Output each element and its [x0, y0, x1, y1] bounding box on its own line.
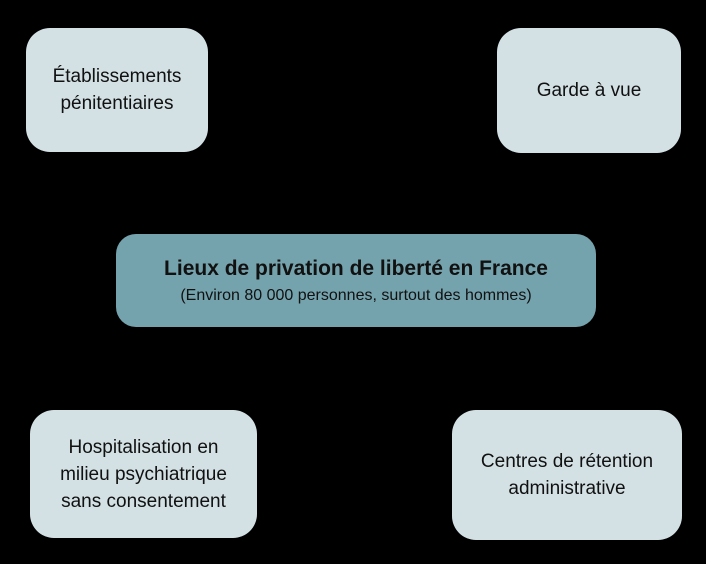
node-garde-a-vue: Garde à vue — [497, 28, 681, 153]
node-hospitalisation-psychiatrique: Hospitalisation en milieu psychiatrique … — [30, 410, 257, 538]
node-lieux-de-privation: Lieux de privation de liberté en France … — [116, 234, 596, 327]
node-label: Hospitalisation en milieu psychiatrique … — [60, 436, 227, 512]
center-node-title: Lieux de privation de liberté en France — [164, 256, 548, 280]
node-label: Établissements pénitentiaires — [52, 66, 182, 114]
node-label: Garde à vue — [536, 80, 642, 101]
center-node-subtitle: (Environ 80 000 personnes, surtout des h… — [180, 286, 532, 304]
node-label: Centres de rétention administrative — [480, 451, 654, 499]
node-centres-retention: Centres de rétention administrative — [452, 410, 682, 540]
node-etablissements-penitentiaires: Établissements pénitentiaires — [26, 28, 208, 152]
